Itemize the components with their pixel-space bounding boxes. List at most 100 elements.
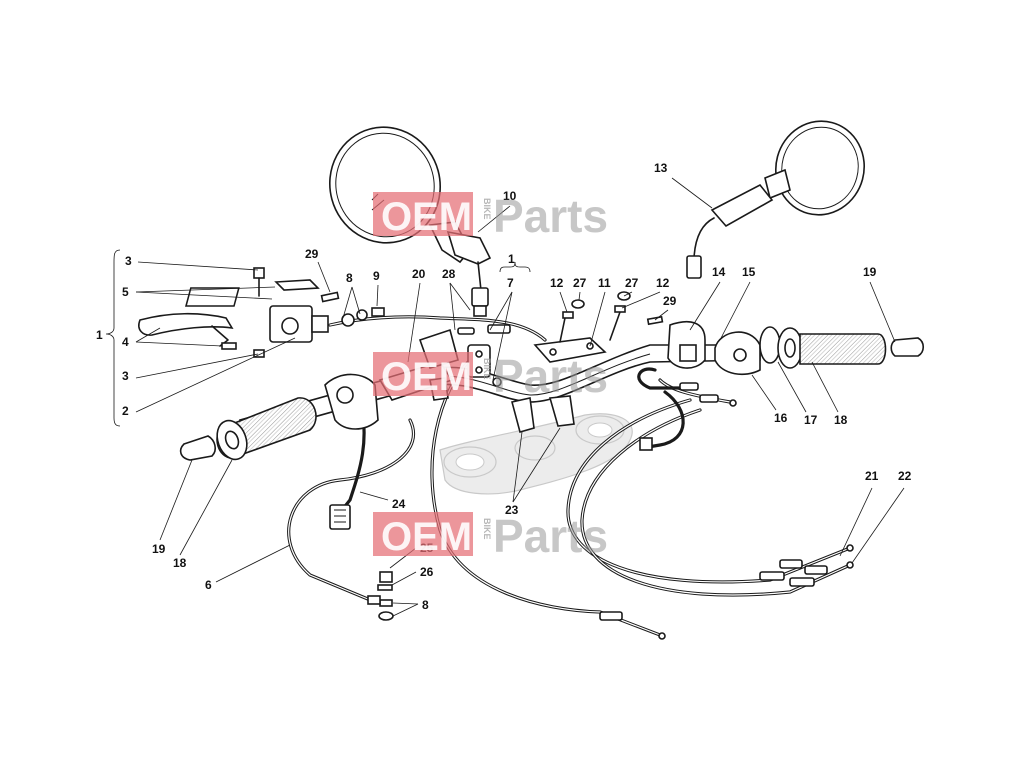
leader-line <box>869 281 896 343</box>
leader-lines <box>135 177 905 617</box>
callout-29-right: 29 <box>663 294 677 308</box>
right-grip-assembly <box>639 321 925 451</box>
leader-line <box>621 291 661 309</box>
leader-line <box>215 544 291 583</box>
callout-24: 24 <box>392 497 406 511</box>
callout-27-left: 27 <box>573 276 587 290</box>
callout-18-right: 18 <box>834 413 848 427</box>
leader-line <box>811 361 839 413</box>
callout-3-bottom: 3 <box>122 369 129 383</box>
leader-line <box>135 337 296 413</box>
leader-line <box>751 374 777 411</box>
leader-line <box>671 177 713 209</box>
leader-line <box>179 459 233 556</box>
callout-29-left: 29 <box>305 247 319 261</box>
watermark-bottom: OEM BIKE Parts <box>373 510 608 562</box>
callout-17: 17 <box>804 413 818 427</box>
leader-line <box>137 261 259 271</box>
leader-line <box>719 281 751 341</box>
callout-12-left: 12 <box>550 276 564 290</box>
leader-line <box>559 291 568 313</box>
leader-line <box>578 291 581 301</box>
leader-line <box>391 571 417 586</box>
callout-21: 21 <box>865 469 879 483</box>
callout-9: 9 <box>373 269 380 283</box>
leader-line <box>689 281 721 331</box>
watermark-brand-small: BIKE <box>482 358 492 380</box>
leader-line <box>492 291 513 381</box>
watermark-brand-left: OEM <box>381 195 472 239</box>
callout-22: 22 <box>898 469 912 483</box>
leader-line <box>449 282 456 331</box>
leader-line <box>135 353 259 379</box>
leader-line <box>351 286 361 315</box>
callout-26: 26 <box>420 565 434 579</box>
callout-5: 5 <box>122 285 129 299</box>
leader-line <box>512 427 561 503</box>
watermark-brand-right: Parts <box>493 350 608 402</box>
callout-13: 13 <box>654 161 668 175</box>
callout-28: 28 <box>442 267 456 281</box>
callout-27-right: 27 <box>625 276 639 290</box>
callout-20: 20 <box>412 267 426 281</box>
leader-line <box>851 487 905 564</box>
callout-18-left: 18 <box>173 556 187 570</box>
leader-line <box>589 291 606 347</box>
leader-line <box>449 282 471 311</box>
callout-14: 14 <box>712 265 726 279</box>
leader-line <box>159 459 193 541</box>
callout-1-group: 1 <box>96 328 103 342</box>
triple-clamp-ghost <box>439 413 633 495</box>
callout-19-left: 19 <box>152 542 166 556</box>
callout-8-bottom: 8 <box>422 598 429 612</box>
leader-line <box>623 291 633 297</box>
leader-line <box>839 487 873 557</box>
connectors-hardware <box>329 382 854 640</box>
right-mirror <box>686 120 866 279</box>
leader-line <box>392 603 419 617</box>
watermark-middle: OEM BIKE Parts <box>373 350 608 402</box>
watermark-brand-small: BIKE <box>482 518 492 540</box>
leader-line <box>135 341 223 347</box>
callout-16: 16 <box>774 411 788 425</box>
leader-line <box>342 286 353 319</box>
group-bracket-1 <box>105 249 531 427</box>
watermark-top: OEM BIKE Parts <box>373 190 608 242</box>
leader-line <box>654 309 669 321</box>
leader-line <box>135 286 276 293</box>
callout-11: 11 <box>598 276 611 290</box>
callout-7: 7 <box>507 276 514 290</box>
leader-line <box>777 361 807 413</box>
brake-master-cylinder <box>138 267 385 358</box>
callout-19-right: 19 <box>863 265 877 279</box>
watermark-brand-small: BIKE <box>482 198 492 220</box>
leader-line <box>376 284 379 307</box>
leader-line <box>135 291 273 300</box>
leader-line <box>489 291 513 331</box>
leader-line <box>477 205 511 233</box>
leader-line <box>407 282 421 363</box>
leader-line <box>359 491 389 501</box>
leader-line <box>135 327 161 343</box>
callout-2: 2 <box>122 404 129 418</box>
watermark-brand-right: Parts <box>493 510 608 562</box>
watermark-brand-left: OEM <box>381 355 472 399</box>
callout-4: 4 <box>122 335 129 349</box>
leader-line <box>512 431 523 503</box>
leader-line <box>317 261 331 293</box>
watermarks: OEM BIKE Parts OEM BIKE Parts OEM BIKE P… <box>373 190 608 562</box>
callout-labels: 1 3 5 4 3 2 29 8 9 20 28 10 1 7 12 27 11… <box>96 161 912 612</box>
riser-clamps <box>511 291 664 433</box>
callout-1-center: 1 <box>508 252 515 266</box>
watermark-brand-right: Parts <box>493 190 608 242</box>
callout-3-top: 3 <box>125 254 132 268</box>
callout-6: 6 <box>205 578 212 592</box>
callout-15: 15 <box>742 265 756 279</box>
callout-23: 23 <box>505 503 519 517</box>
callout-10: 10 <box>503 189 517 203</box>
callout-12-right: 12 <box>656 276 670 290</box>
leader-line <box>392 602 419 605</box>
watermark-brand-left: OEM <box>381 515 472 559</box>
